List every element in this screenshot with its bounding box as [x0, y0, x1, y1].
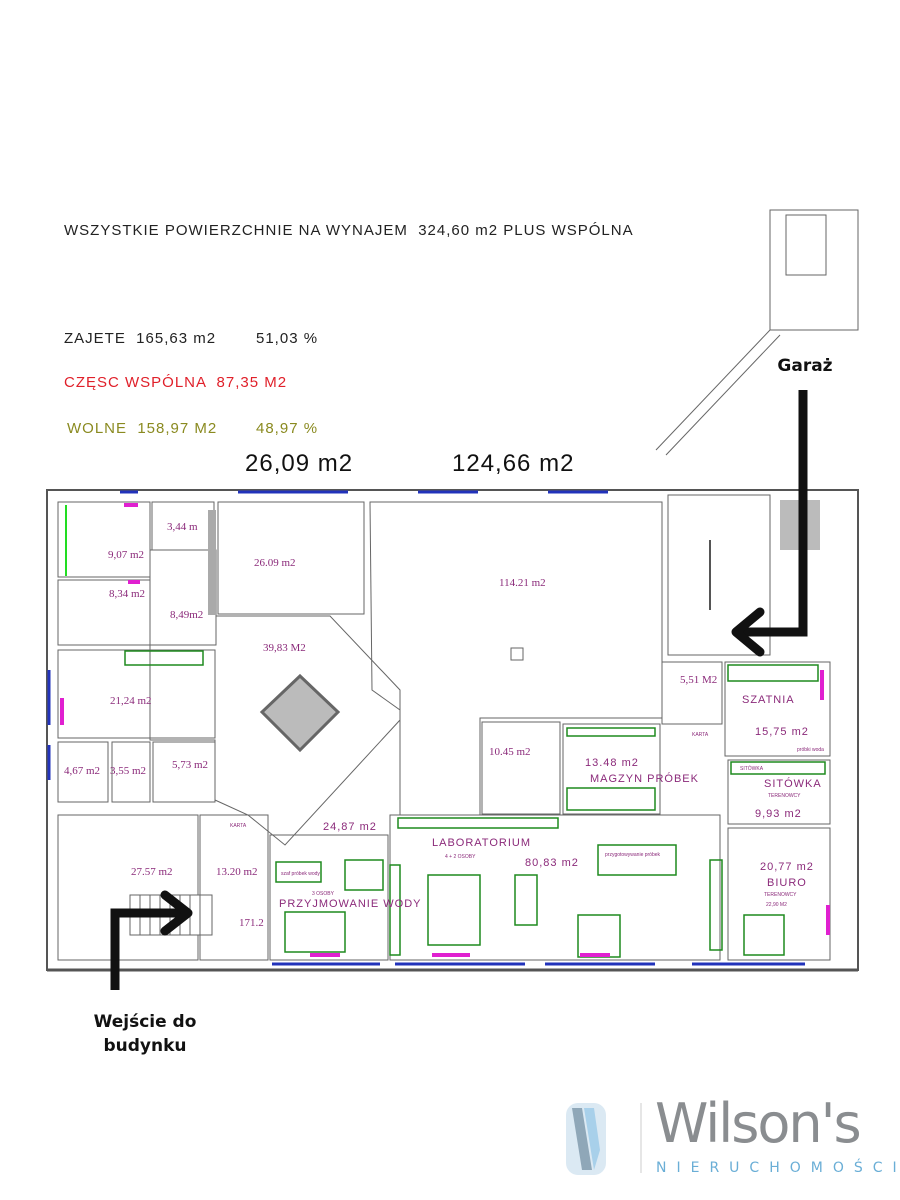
room-reception [269, 834, 389, 961]
label-cloak-area: 15,75 m2 [755, 726, 809, 738]
common-area: CZĘSC WSPÓLNA 87,35 M2 [64, 374, 288, 391]
label-store-b: 3,55 m2 [110, 765, 146, 777]
label-reception-area: 24,87 m2 [323, 821, 377, 833]
column-diamond [259, 673, 341, 753]
room-tech [152, 741, 216, 803]
label-sample-store-area: 13.48 m2 [585, 757, 639, 769]
label-hall-114: 114.21 m2 [499, 577, 546, 589]
room-sieve [727, 759, 831, 825]
label-corridor: 8,49m2 [170, 609, 203, 621]
room-office [727, 827, 831, 961]
room-114 [369, 501, 663, 816]
free-area: WOLNE 158,97 M2 [67, 420, 218, 437]
building-outline [46, 489, 859, 972]
room-labels: 9,07 m2 3,44 m 8,34 m2 8,49m2 26.09 m2 1… [64, 521, 824, 929]
lab-furniture [275, 817, 785, 958]
column-square [510, 647, 524, 661]
room-entry [199, 814, 269, 961]
label-cloak-name: SZATNIA [742, 694, 795, 706]
label-reception-name: PRZYJMOWANIE WODY [279, 898, 421, 910]
room-store-a [57, 741, 109, 803]
label-lab-area: 80,83 m2 [525, 857, 579, 869]
label-karta-1: KARTA [230, 823, 247, 829]
entrance-arrow [110, 890, 193, 990]
label-sample-store-name: MAGZYN PRÓBEK [590, 772, 699, 785]
label-sieve-sub: TERENOWCY [768, 793, 801, 799]
room-sample-store [562, 723, 661, 815]
label-stair-hall: 27.57 m2 [131, 866, 173, 878]
label-office-note: 22,90 M2 [766, 902, 787, 908]
label-tech: 5,73 m2 [172, 759, 208, 771]
room-central [149, 615, 401, 846]
label-small-office: 10.45 m2 [489, 746, 531, 758]
label-lockers: 5,51 M2 [680, 674, 717, 686]
label-cloak-note: próbki woda [797, 747, 824, 753]
plan-title: WSZYSTKIE POWIERZCHNIE NA WYNAJEM 324,60… [64, 222, 634, 239]
label-office-26: 26.09 m2 [254, 557, 296, 569]
column [208, 510, 216, 615]
label-reception-shelf: szaf próbek wody [281, 871, 320, 877]
label-sieve-area: 9,93 m2 [755, 808, 802, 820]
label-lab-prep: przygotowywanie próbek [605, 852, 661, 858]
label-kitchen: 21,24 m2 [110, 695, 152, 707]
garage-stairs [655, 209, 859, 456]
kitchen-counter [124, 650, 204, 666]
label-level: 171.2 [239, 917, 264, 929]
room-store-b [111, 741, 151, 803]
label-entry: 13.20 m2 [216, 866, 258, 878]
wilsons-logo-mark [566, 1103, 642, 1175]
room-lockers [661, 661, 723, 725]
area-label-a: 26,09 m2 [245, 450, 354, 477]
free-percent: 48,97 % [256, 420, 319, 437]
room-small-office [481, 721, 561, 815]
label-sieve-shelf: SITÓWKA [740, 765, 764, 772]
garage-arrow [731, 390, 808, 657]
area-label-b: 124,66 m2 [452, 450, 575, 477]
garage-label: Garaż [777, 356, 833, 376]
label-office-name: BIURO [767, 877, 807, 889]
logo-wordmark: Wilson's [655, 1092, 862, 1155]
occupied-area: ZAJETE 165,63 m2 [64, 330, 217, 347]
label-wc-c: 8,34 m2 [109, 588, 145, 600]
occupied-percent: 51,03 % [256, 330, 319, 347]
label-central: 39,83 M2 [263, 642, 306, 654]
room-stair-hall [57, 814, 199, 961]
label-lab-people: 4 + 2 OSOBY [445, 854, 476, 860]
label-sieve-name: SITÓWKA [764, 777, 822, 790]
label-lab-name: LABORATORIUM [432, 837, 531, 849]
label-office-sub: TERENOWCY [764, 892, 797, 898]
label-office-area: 20,77 m2 [760, 861, 814, 873]
windows [47, 490, 805, 966]
label-lab-karta: KARTA [692, 732, 709, 738]
entrance-label: Wejście do budynku [93, 1012, 197, 1056]
label-wc-b: 3,44 m [167, 521, 198, 533]
label-wc-a: 9,07 m2 [108, 549, 144, 561]
label-reception-people: 3 OSOBY [312, 891, 335, 897]
logo-subtitle: NIERUCHOMOŚCI [656, 1160, 900, 1176]
room-cloakroom [724, 661, 831, 757]
room-kitchen [57, 649, 216, 739]
room-26 [217, 501, 365, 615]
label-store-a: 4,67 m2 [64, 765, 100, 777]
